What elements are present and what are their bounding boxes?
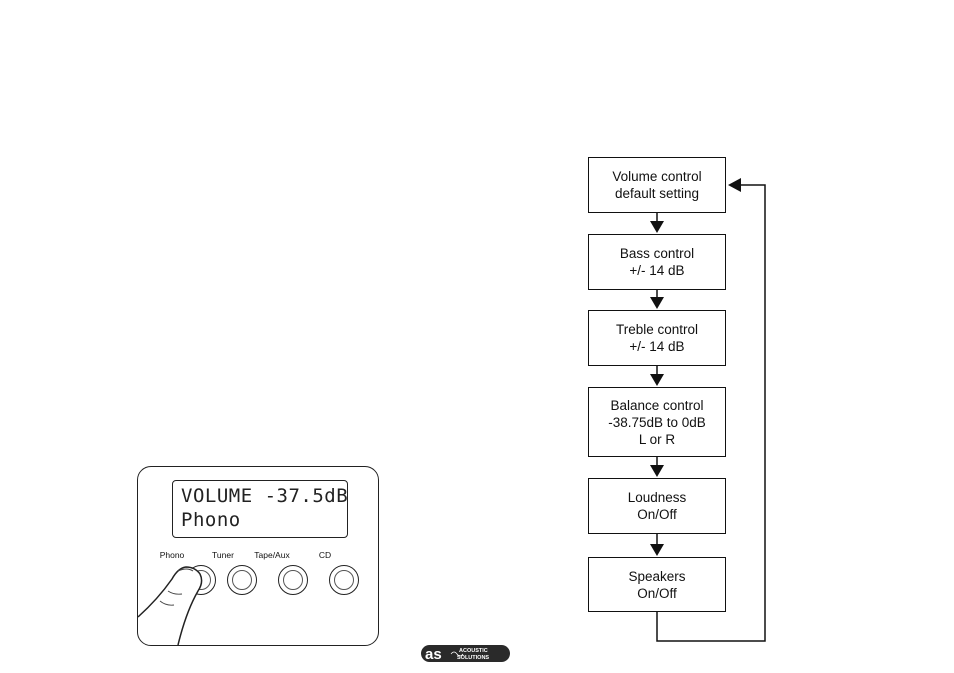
arrow-down-icon <box>650 465 664 477</box>
arrow-down-icon <box>650 221 664 233</box>
arrow-left-icon <box>728 178 741 192</box>
svg-text:as: as <box>425 646 442 663</box>
arrow-down-icon <box>650 374 664 386</box>
loop-back-line <box>657 185 765 641</box>
svg-text:ACOUSTIC: ACOUSTIC <box>459 648 488 654</box>
svg-text:SOLUTIONS: SOLUTIONS <box>457 655 489 661</box>
arrow-down-icon <box>650 544 664 556</box>
arrow-down-icon <box>650 297 664 309</box>
acoustic-solutions-logo: as ACOUSTIC SOLUTIONS <box>421 644 510 663</box>
